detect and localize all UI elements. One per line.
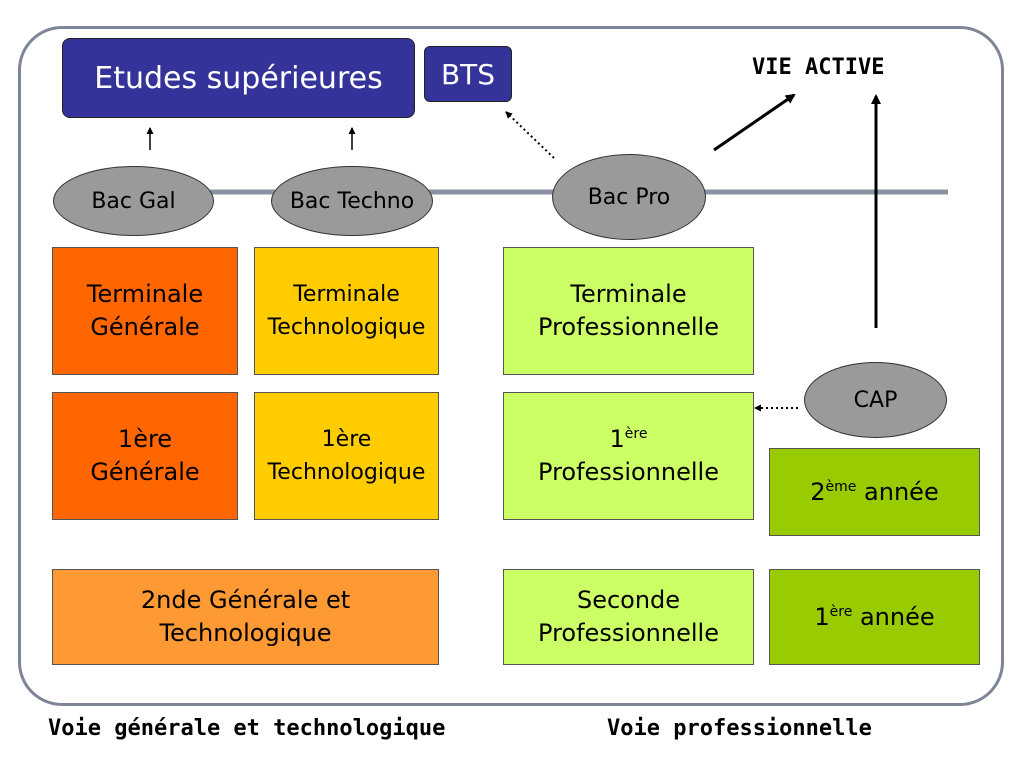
terminale-techno-line2: Technologique	[267, 315, 426, 340]
terminale-techno-box: Terminale Technologique	[254, 247, 439, 375]
cap-deuxieme-num: 2	[810, 477, 826, 506]
cap-premiere-num: 1	[814, 602, 830, 631]
cap-premiere-annee-label: 1ère année	[814, 601, 934, 634]
cap-premiere-word: année	[852, 602, 935, 631]
cap-deuxieme-word: année	[856, 477, 939, 506]
terminale-generale-box: Terminale Générale	[52, 247, 238, 375]
etudes-superieures-box: Etudes supérieures	[62, 38, 415, 118]
terminale-techno-line1: Terminale	[293, 282, 400, 307]
cap-deuxieme-annee-box: 2ème année	[769, 448, 980, 536]
premiere-generale-box: 1ère Générale	[52, 392, 238, 520]
voie-professionnelle-label: Voie professionnelle	[607, 716, 872, 741]
seconde-pro-box: Seconde Professionnelle	[503, 569, 754, 665]
terminale-pro-box: Terminale Professionnelle	[503, 247, 754, 375]
premiere-generale-line1: 1ère	[117, 425, 173, 453]
diagram-frame	[18, 26, 1004, 706]
premiere-pro-box: 1ère Professionnelle	[503, 392, 754, 520]
terminale-pro-line1: Terminale	[570, 280, 687, 308]
premiere-pro-sup: ère	[624, 426, 648, 442]
seconde-generale-line2: Technologique	[159, 619, 332, 647]
terminale-generale-line2: Générale	[90, 313, 200, 341]
seconde-pro-line2: Professionnelle	[538, 619, 719, 647]
cap-premiere-sup: ère	[829, 603, 853, 620]
arrow-bacpro-to-vie-active	[713, 93, 796, 152]
bac-pro-oval: Bac Pro	[552, 154, 706, 240]
premiere-pro-line1: 1ère	[610, 423, 648, 456]
etudes-superieures-label: Etudes supérieures	[94, 60, 383, 96]
terminale-pro-line2: Professionnelle	[538, 313, 719, 341]
cap-deuxieme-annee-label: 2ème année	[810, 476, 938, 509]
bac-techno-oval: Bac Techno	[271, 166, 433, 236]
premiere-techno-box: 1ère Technologique	[254, 392, 439, 520]
cap-premiere-annee-box: 1ère année	[769, 569, 980, 665]
seconde-generale-box: 2nde Générale et Technologique	[52, 569, 439, 665]
premiere-pro-num: 1	[609, 425, 625, 453]
bts-box: BTS	[424, 46, 512, 102]
premiere-pro-line2: Professionnelle	[538, 458, 719, 486]
premiere-techno-line2: Technologique	[267, 460, 426, 485]
bts-label: BTS	[440, 57, 496, 91]
seconde-pro-line1: Seconde	[576, 586, 681, 614]
premiere-techno-line1: 1ère	[321, 427, 372, 452]
terminale-generale-line1: Terminale	[86, 280, 204, 308]
cap-oval: CAP	[804, 362, 947, 438]
arrow-bacpro-to-bts	[505, 111, 555, 159]
vie-active-label: VIE ACTIVE	[752, 55, 885, 80]
bac-gal-oval: Bac Gal	[53, 166, 214, 236]
premiere-generale-line2: Générale	[90, 458, 200, 486]
voie-generale-label: Voie générale et technologique	[48, 716, 446, 741]
seconde-generale-line1: 2nde Générale et	[140, 586, 351, 614]
cap-deuxieme-sup: ème	[825, 478, 857, 495]
